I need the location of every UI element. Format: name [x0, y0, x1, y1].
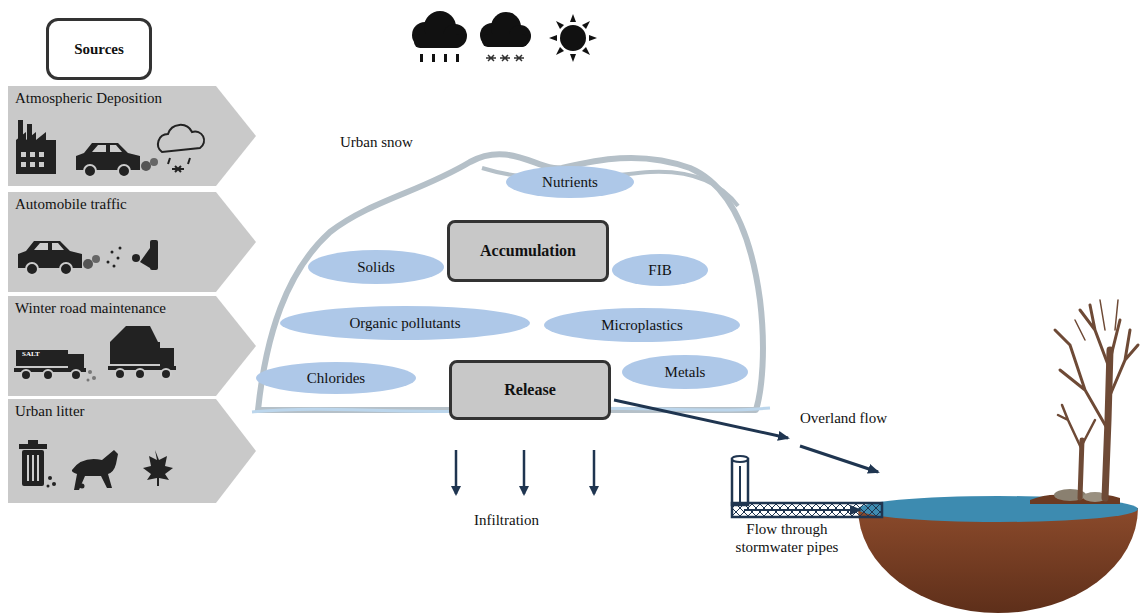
- node-text: Automobile traffic: [15, 196, 127, 213]
- pollutant-ellipse: Metals: [622, 355, 748, 389]
- pollutant-ellipse: Chlorides: [256, 362, 416, 394]
- source-band: Winter road maintenance: [8, 296, 256, 396]
- sources-box: Sources: [46, 18, 152, 80]
- receiving-water-body: [858, 489, 1138, 613]
- node-text: Winter road maintenance: [15, 300, 166, 317]
- source-band: Atmospheric Deposition: [8, 86, 256, 186]
- node-text: Chlorides: [307, 370, 365, 387]
- process-box: Accumulation: [447, 220, 609, 282]
- node-text: Metals: [665, 364, 706, 381]
- node-text: Organic pollutants: [350, 315, 461, 332]
- rain-cloud-icon: [412, 11, 467, 62]
- pollutant-ellipse: Solids: [308, 250, 444, 284]
- pollutant-ellipse: Microplastics: [544, 308, 740, 342]
- flow-label: Flow through stormwater pipes: [712, 520, 862, 556]
- pollutant-ellipse: Organic pollutants: [280, 306, 530, 340]
- stormwater-pipe: [732, 456, 882, 517]
- snow-cloud-icon: [480, 12, 531, 61]
- source-band: Urban litter: [8, 399, 256, 503]
- node-text: Accumulation: [480, 242, 576, 260]
- source-band: Automobile traffic: [8, 192, 256, 292]
- node-text: FIB: [648, 262, 671, 279]
- sun-icon: [549, 14, 597, 62]
- infiltration-arrows: [456, 450, 594, 494]
- urban-snow-region: Urban snowNutrientsAccumulationSolids FIB…: [250, 130, 770, 430]
- node-text: Release: [504, 381, 556, 399]
- bare-trees: [1055, 300, 1138, 498]
- node-text: Nutrients: [542, 174, 598, 191]
- pollutant-ellipse: FIB: [612, 254, 708, 286]
- node-text: Solids: [357, 259, 395, 276]
- node-text: Urban snow: [340, 134, 413, 151]
- pollutant-ellipse: Nutrients: [506, 166, 634, 198]
- node-text: Urban litter: [15, 403, 85, 420]
- flow-label: Overland flow: [800, 410, 887, 427]
- flow-label: Infiltration: [474, 512, 539, 529]
- truck-label: SALT: [22, 350, 40, 358]
- node-text: Microplastics: [601, 317, 683, 334]
- node-text: Atmospheric Deposition: [15, 90, 162, 107]
- process-box: Release: [449, 360, 611, 420]
- node-text: Sources: [74, 41, 124, 58]
